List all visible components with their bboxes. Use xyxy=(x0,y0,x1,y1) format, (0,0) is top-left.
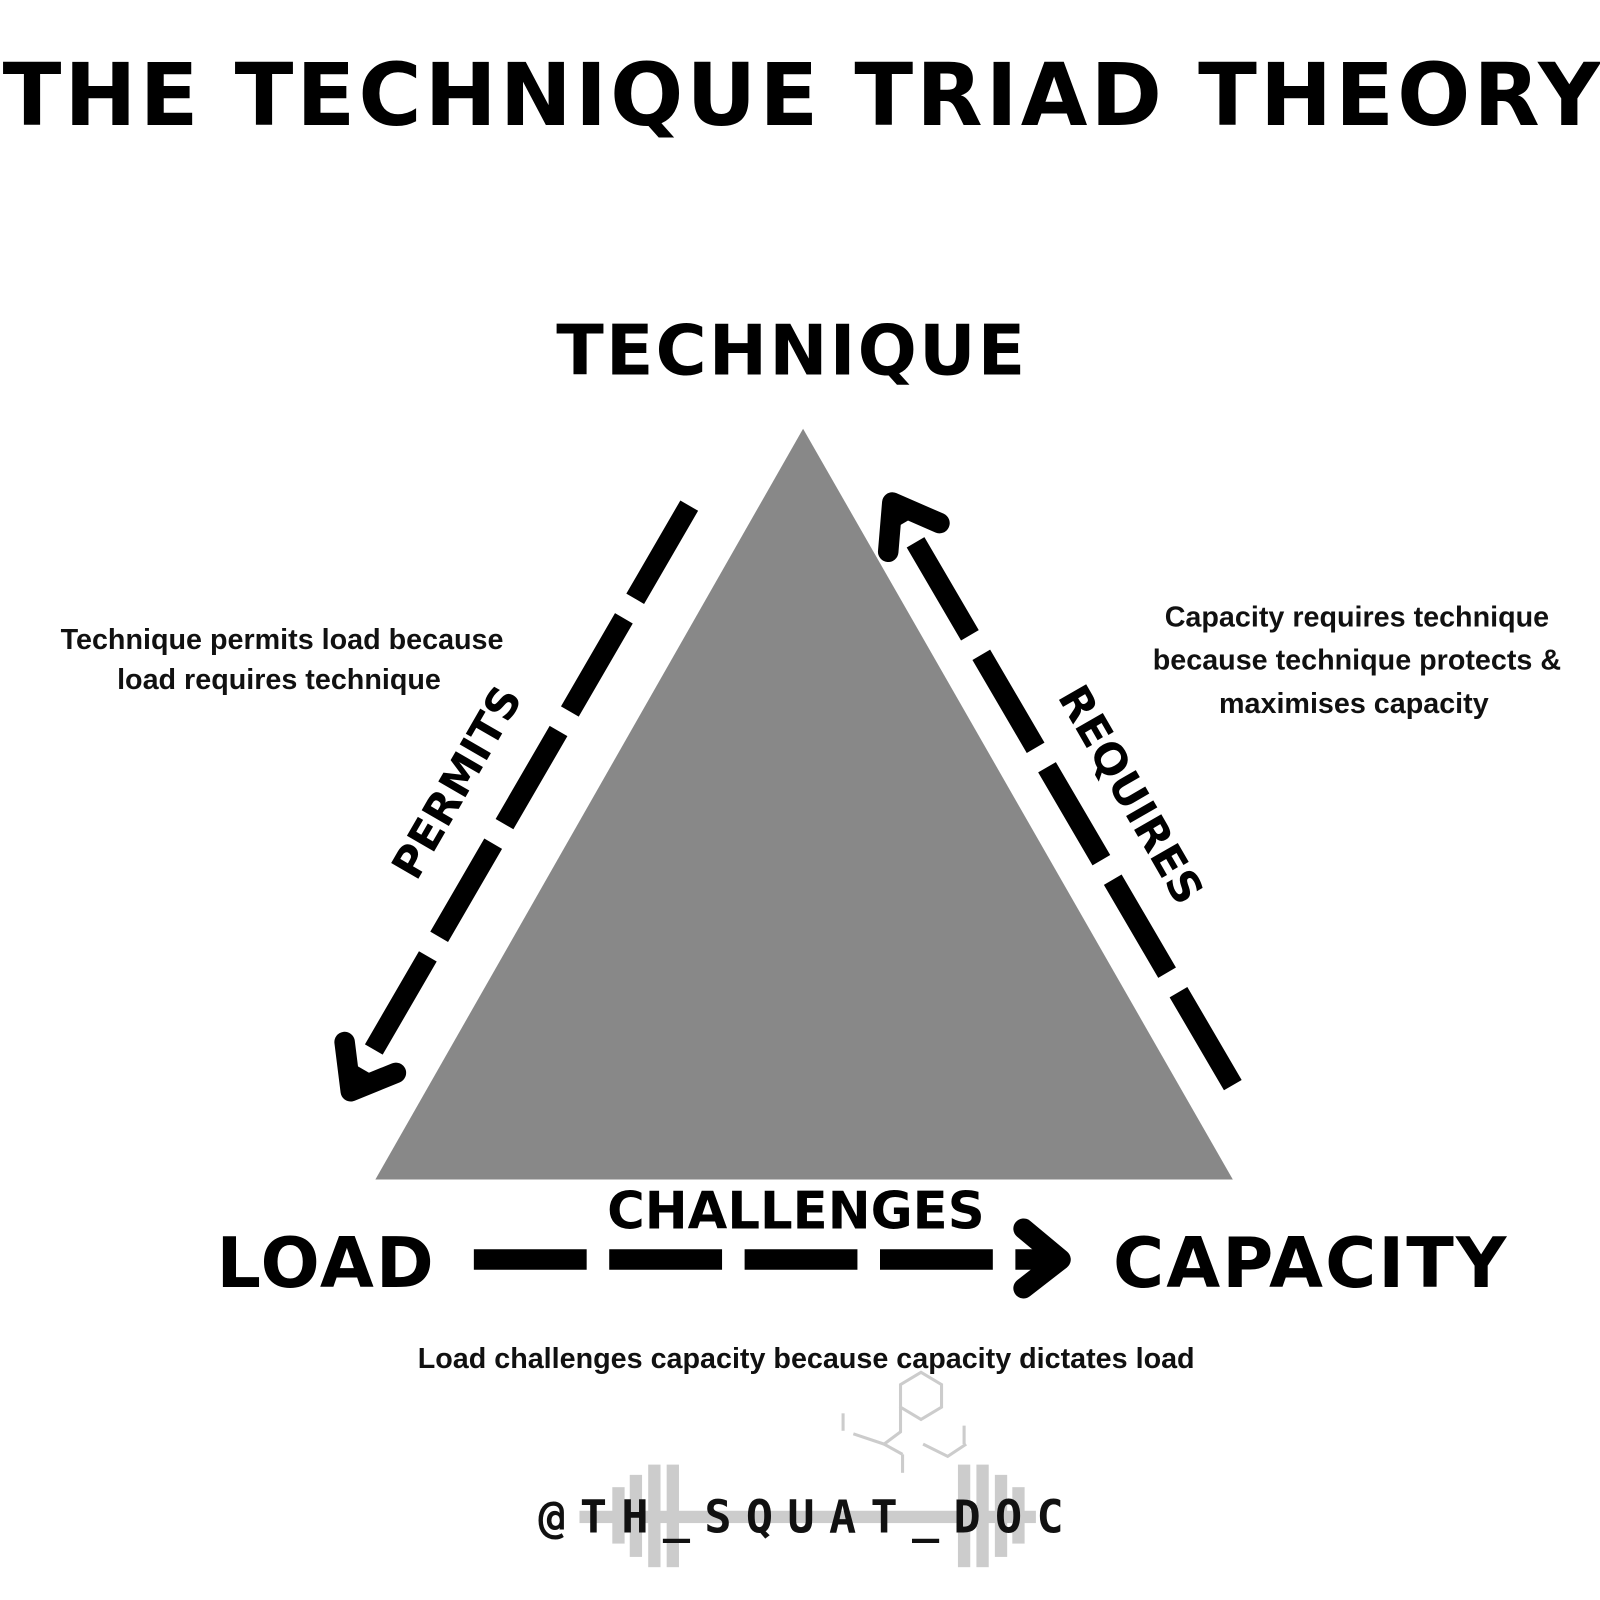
svg-text:Technique permits load because: Technique permits load because xyxy=(61,624,504,656)
requires-description: Capacity requires technique because tech… xyxy=(1153,602,1561,720)
molecule-icon xyxy=(841,1370,968,1473)
social-handle: @TH_SQUAT_DOC xyxy=(538,1490,1078,1543)
node-technique: TECHNIQUE xyxy=(556,310,1027,391)
arrowhead-icon xyxy=(1013,1218,1071,1299)
triangle xyxy=(375,428,1233,1180)
arrowhead-icon xyxy=(877,492,950,563)
svg-text:load requires technique: load requires technique xyxy=(117,664,441,696)
node-load: LOAD xyxy=(216,1223,435,1304)
svg-text:because technique protects &: because technique protects & xyxy=(1153,645,1561,677)
arrowhead-icon xyxy=(334,1031,407,1102)
permits-description: Technique permits load because load requ… xyxy=(61,624,504,696)
permits-arrow xyxy=(334,500,699,1102)
challenges-description: Load challenges capacity because capacit… xyxy=(418,1343,1195,1375)
requires-arrow xyxy=(877,492,1242,1091)
svg-text:maximises capacity: maximises capacity xyxy=(1219,688,1489,720)
challenges-arrow xyxy=(473,1218,1071,1299)
node-capacity: CAPACITY xyxy=(1113,1223,1508,1304)
svg-text:Capacity requires technique: Capacity requires technique xyxy=(1165,602,1549,634)
page-title: THE TECHNIQUE TRIAD THEORY xyxy=(3,46,1600,146)
logo: @TH_SQUAT_DOC xyxy=(538,1370,1078,1568)
barbell-icon xyxy=(579,1464,1036,1568)
label-permits: PERMITS xyxy=(383,678,533,888)
label-challenges: CHALLENGES xyxy=(607,1182,984,1242)
